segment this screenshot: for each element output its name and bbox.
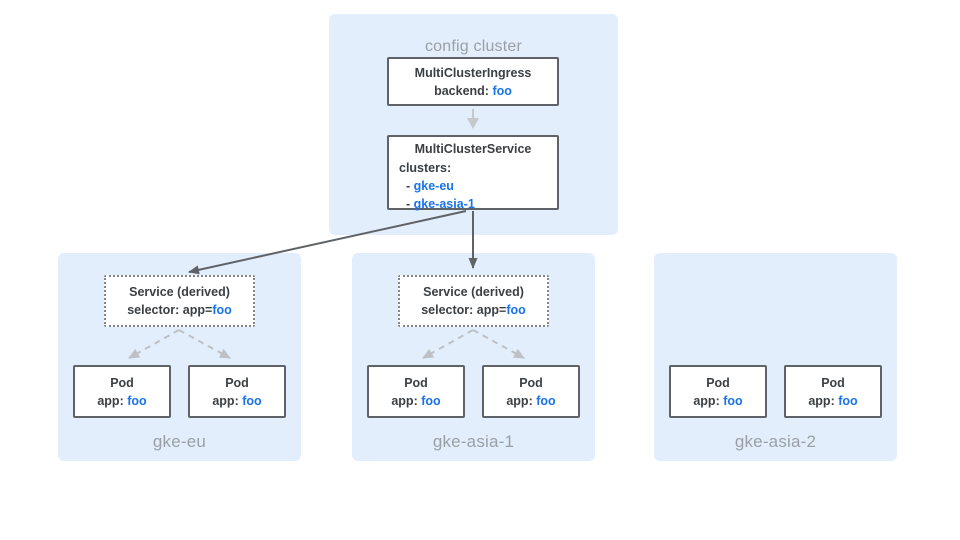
pod-app-line: app: foo <box>212 392 261 410</box>
multi-cluster-service-box: MultiClusterService clusters: - gke-eu -… <box>387 135 559 213</box>
pod-app-label: app: <box>212 393 243 408</box>
derived-service-box: Service (derived) selector: app=foo <box>398 275 549 327</box>
service-selector-line: selector: app=foo <box>421 301 526 319</box>
pod-box: Pod app: foo <box>73 365 171 418</box>
service-title: Service (derived) <box>129 285 230 299</box>
mcs-entry-name: gke-asia-1 <box>413 197 475 211</box>
pod-title: Pod <box>404 375 428 390</box>
mcs-title: MultiClusterService <box>414 142 532 156</box>
mcs-cluster-entry: - gke-asia-1 <box>389 195 557 213</box>
mcs-entry-bullet: - <box>406 179 414 193</box>
cluster-gke-asia-2-container: Pod app: foo Pod app: foo gke-asia-2 <box>654 253 897 461</box>
pod-app-line: app: foo <box>391 392 440 410</box>
pod-app-line: app: foo <box>808 392 857 410</box>
pod-app-line: app: foo <box>693 392 742 410</box>
cluster-name-label: gke-eu <box>152 432 207 451</box>
pod-app-line: app: foo <box>506 392 555 410</box>
mcs-cluster-entry: - gke-eu <box>389 177 557 195</box>
cluster-name-label: gke-asia-1 <box>432 432 515 451</box>
pod-app-value: foo <box>421 393 441 408</box>
pod-box: Pod app: foo <box>188 365 286 418</box>
pod-box: Pod app: foo <box>669 365 767 418</box>
pod-app-value: foo <box>723 393 743 408</box>
mcs-clusters-label: clusters: <box>399 161 452 175</box>
pod-app-label: app: <box>97 393 128 408</box>
pod-box: Pod app: foo <box>784 365 882 418</box>
pod-app-value: foo <box>242 393 262 408</box>
pod-app-value: foo <box>838 393 858 408</box>
service-selector-value: foo <box>506 303 526 317</box>
pod-app-label: app: <box>693 393 724 408</box>
config-cluster-label: config cluster <box>424 38 523 55</box>
pod-app-label: app: <box>506 393 537 408</box>
mci-backend-value: foo <box>492 83 512 98</box>
mcs-entry-name: gke-eu <box>413 179 454 193</box>
pod-title: Pod <box>225 375 249 390</box>
derived-service-box: Service (derived) selector: app=foo <box>104 275 255 327</box>
pod-app-value: foo <box>536 393 556 408</box>
pod-app-value: foo <box>127 393 147 408</box>
service-selector-label: selector: app= <box>421 303 507 317</box>
multi-cluster-ingress-box: MultiClusterIngress backend: foo <box>387 57 559 106</box>
pod-title: Pod <box>706 375 730 390</box>
mcs-entry-bullet: - <box>406 197 414 211</box>
pod-box: Pod app: foo <box>482 365 580 418</box>
mci-backend-line: backend: foo <box>434 82 512 100</box>
config-cluster-container: config cluster MultiClusterIngress backe… <box>329 14 618 235</box>
pod-app-line: app: foo <box>97 392 146 410</box>
pod-title: Pod <box>519 375 543 390</box>
mci-title: MultiClusterIngress <box>414 65 532 80</box>
cluster-gke-eu-container: Service (derived) selector: app=foo Pod … <box>58 253 301 461</box>
pod-app-label: app: <box>808 393 839 408</box>
mci-backend-label: backend: <box>434 83 493 98</box>
cluster-gke-asia-1-container: Service (derived) selector: app=foo Pod … <box>352 253 595 461</box>
pod-title: Pod <box>110 375 134 390</box>
pod-box: Pod app: foo <box>367 365 465 418</box>
cluster-name-label: gke-asia-2 <box>734 432 817 451</box>
pod-app-label: app: <box>391 393 422 408</box>
service-selector-label: selector: app= <box>127 303 213 317</box>
service-selector-line: selector: app=foo <box>127 301 232 319</box>
service-title: Service (derived) <box>423 285 524 299</box>
service-selector-value: foo <box>212 303 232 317</box>
pod-title: Pod <box>821 375 845 390</box>
